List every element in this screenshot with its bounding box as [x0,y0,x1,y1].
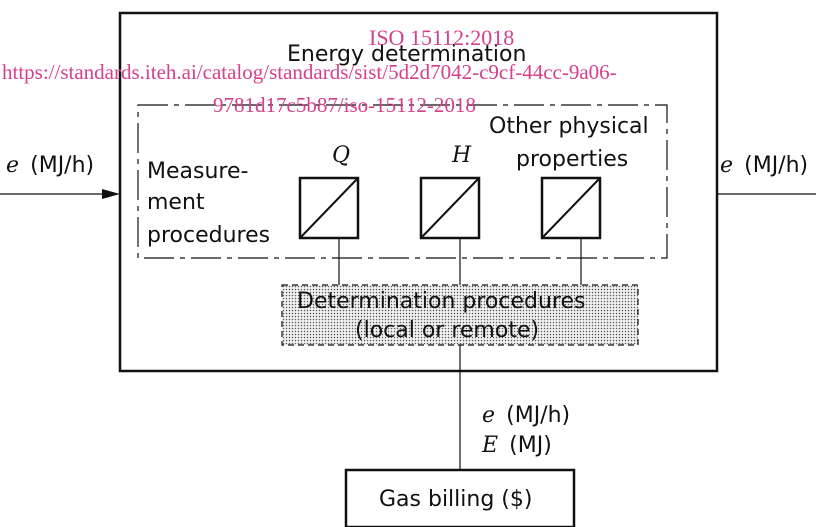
transducer-q-label: Q [332,143,350,168]
transducer-h-label: H [451,143,472,168]
measurement-label-line3: procedures [147,223,270,248]
main-title: Energy determination [287,42,526,67]
transducer-other-label-line2: properties [516,147,628,172]
transducer-other [540,176,602,240]
transducer-other-label-line1: Other physical [489,114,649,139]
input-label: e (MJ/h) [6,153,94,178]
watermark-title: ISO 15112:2018 [369,25,514,50]
output-label: e (MJ/h) [720,153,808,178]
gas-billing-label: Gas billing ($) [379,487,532,512]
determination-procedures-box [281,284,639,346]
input-arrow [0,189,120,199]
transducer-h [419,176,481,240]
energy-determination-box [118,11,719,373]
bottom-flow-line1: e (MJ/h) [482,403,570,428]
watermark-url-line2: 9781d17c5b87/iso-15112-2018 [213,93,476,117]
measurement-label-line2: ment [147,190,205,215]
gas-billing-box [344,468,576,527]
bottom-flow-line2: E (MJ) [481,433,552,458]
measurement-label-line1: Measure- [147,159,248,184]
transducer-q [298,176,360,240]
determination-label-line2: (local or remote) [355,318,539,343]
watermark-url-line1: https://standards.iteh.ai/catalog/standa… [2,60,617,84]
determination-label-line1: Determination procedures [297,289,585,314]
measurement-procedures-box [137,104,668,259]
